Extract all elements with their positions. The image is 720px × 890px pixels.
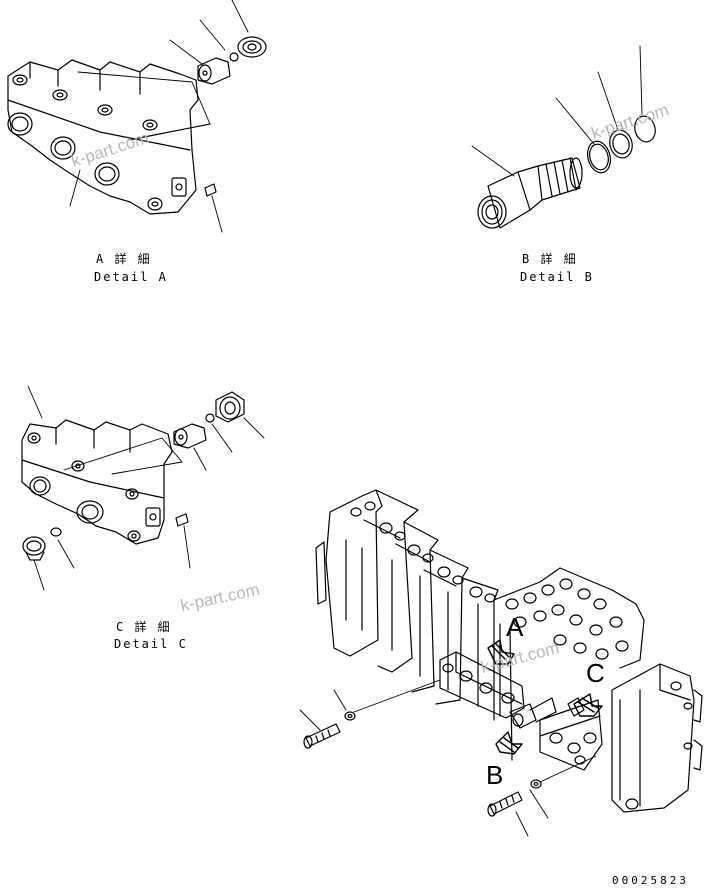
detail-c-parts bbox=[22, 391, 245, 561]
view-arrows bbox=[487, 639, 603, 755]
detail-b-drawing bbox=[471, 45, 656, 229]
detail-b-caption-en: Detail B bbox=[520, 270, 594, 284]
main-control-valve-assembly bbox=[299, 489, 703, 837]
view-letter-c: C bbox=[586, 658, 605, 688]
detail-a-leaders bbox=[69, 0, 249, 233]
detail-b-check-valve bbox=[477, 157, 583, 229]
end-cover bbox=[611, 663, 703, 813]
detail-a-caption-en: Detail A bbox=[94, 270, 168, 284]
detail-a-caption-jp: A 詳 細 bbox=[96, 252, 152, 266]
detail-c-drawing bbox=[21, 385, 265, 591]
detail-a-valve-block bbox=[7, 59, 199, 215]
detail-a-parts bbox=[197, 36, 267, 197]
detail-b-seals bbox=[586, 115, 656, 174]
detail-a-drawing bbox=[7, 0, 267, 233]
view-letter-b: B bbox=[486, 760, 504, 790]
detail-b-leaders bbox=[471, 45, 643, 177]
detail-c-caption-jp: C 詳 細 bbox=[116, 620, 172, 634]
view-letter-a: A bbox=[506, 612, 524, 642]
detail-b-caption-jp: B 詳 細 bbox=[522, 252, 578, 266]
drawing-code: 00025823 bbox=[612, 874, 689, 887]
detail-c-leaders bbox=[27, 385, 265, 591]
valve-sections bbox=[315, 489, 645, 761]
main-leaders bbox=[299, 679, 597, 837]
detail-c-caption-en: Detail C bbox=[114, 637, 188, 651]
bolts-and-washers bbox=[303, 711, 542, 817]
detail-c-valve-block bbox=[21, 419, 173, 545]
